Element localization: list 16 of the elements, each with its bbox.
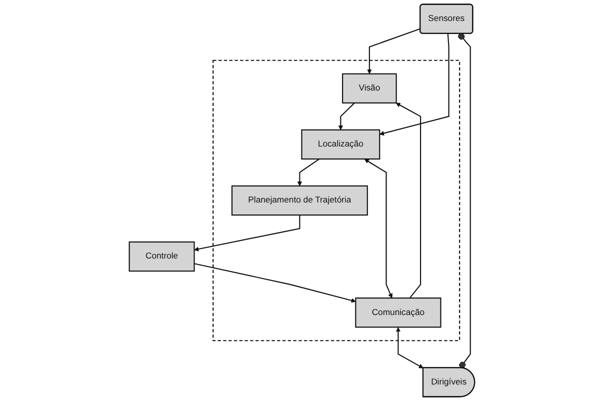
connector [458,33,470,368]
arrow [395,327,423,368]
node-box: Planejamento de Trajetória [230,185,368,216]
arrow [194,215,300,252]
arrow [296,158,320,186]
arrow [395,102,421,298]
arrow [378,34,449,136]
node-box: Localização [300,129,380,160]
node-box: Visão [342,73,396,104]
node-box: Comunicação [354,298,441,328]
arrow [194,263,356,303]
arrow [364,158,392,298]
arrow [338,102,354,130]
cluster [212,60,460,342]
node-box: Controle [128,241,194,272]
arrow [366,28,420,74]
